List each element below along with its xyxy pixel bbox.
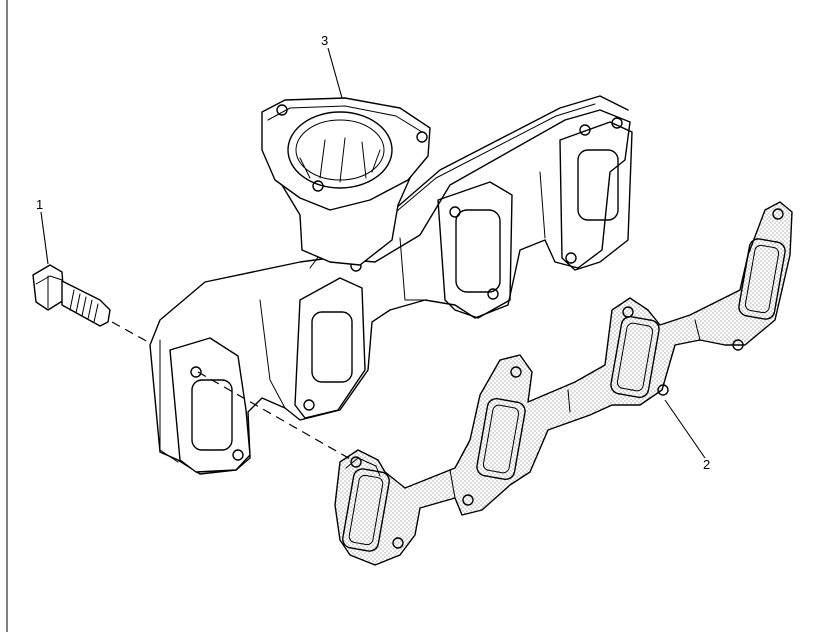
callout-3-label: 3 <box>321 33 328 48</box>
callout-2-label: 2 <box>703 457 710 472</box>
exhaust-manifold <box>149 95 633 475</box>
bolt-alignment-line <box>111 321 151 344</box>
callout-3-leader <box>327 47 343 99</box>
callout-1-label: 1 <box>36 197 43 212</box>
bolt <box>32 264 111 327</box>
callout-1-leader <box>40 211 49 265</box>
gasket <box>334 201 793 566</box>
callout-2-leader <box>664 399 706 459</box>
